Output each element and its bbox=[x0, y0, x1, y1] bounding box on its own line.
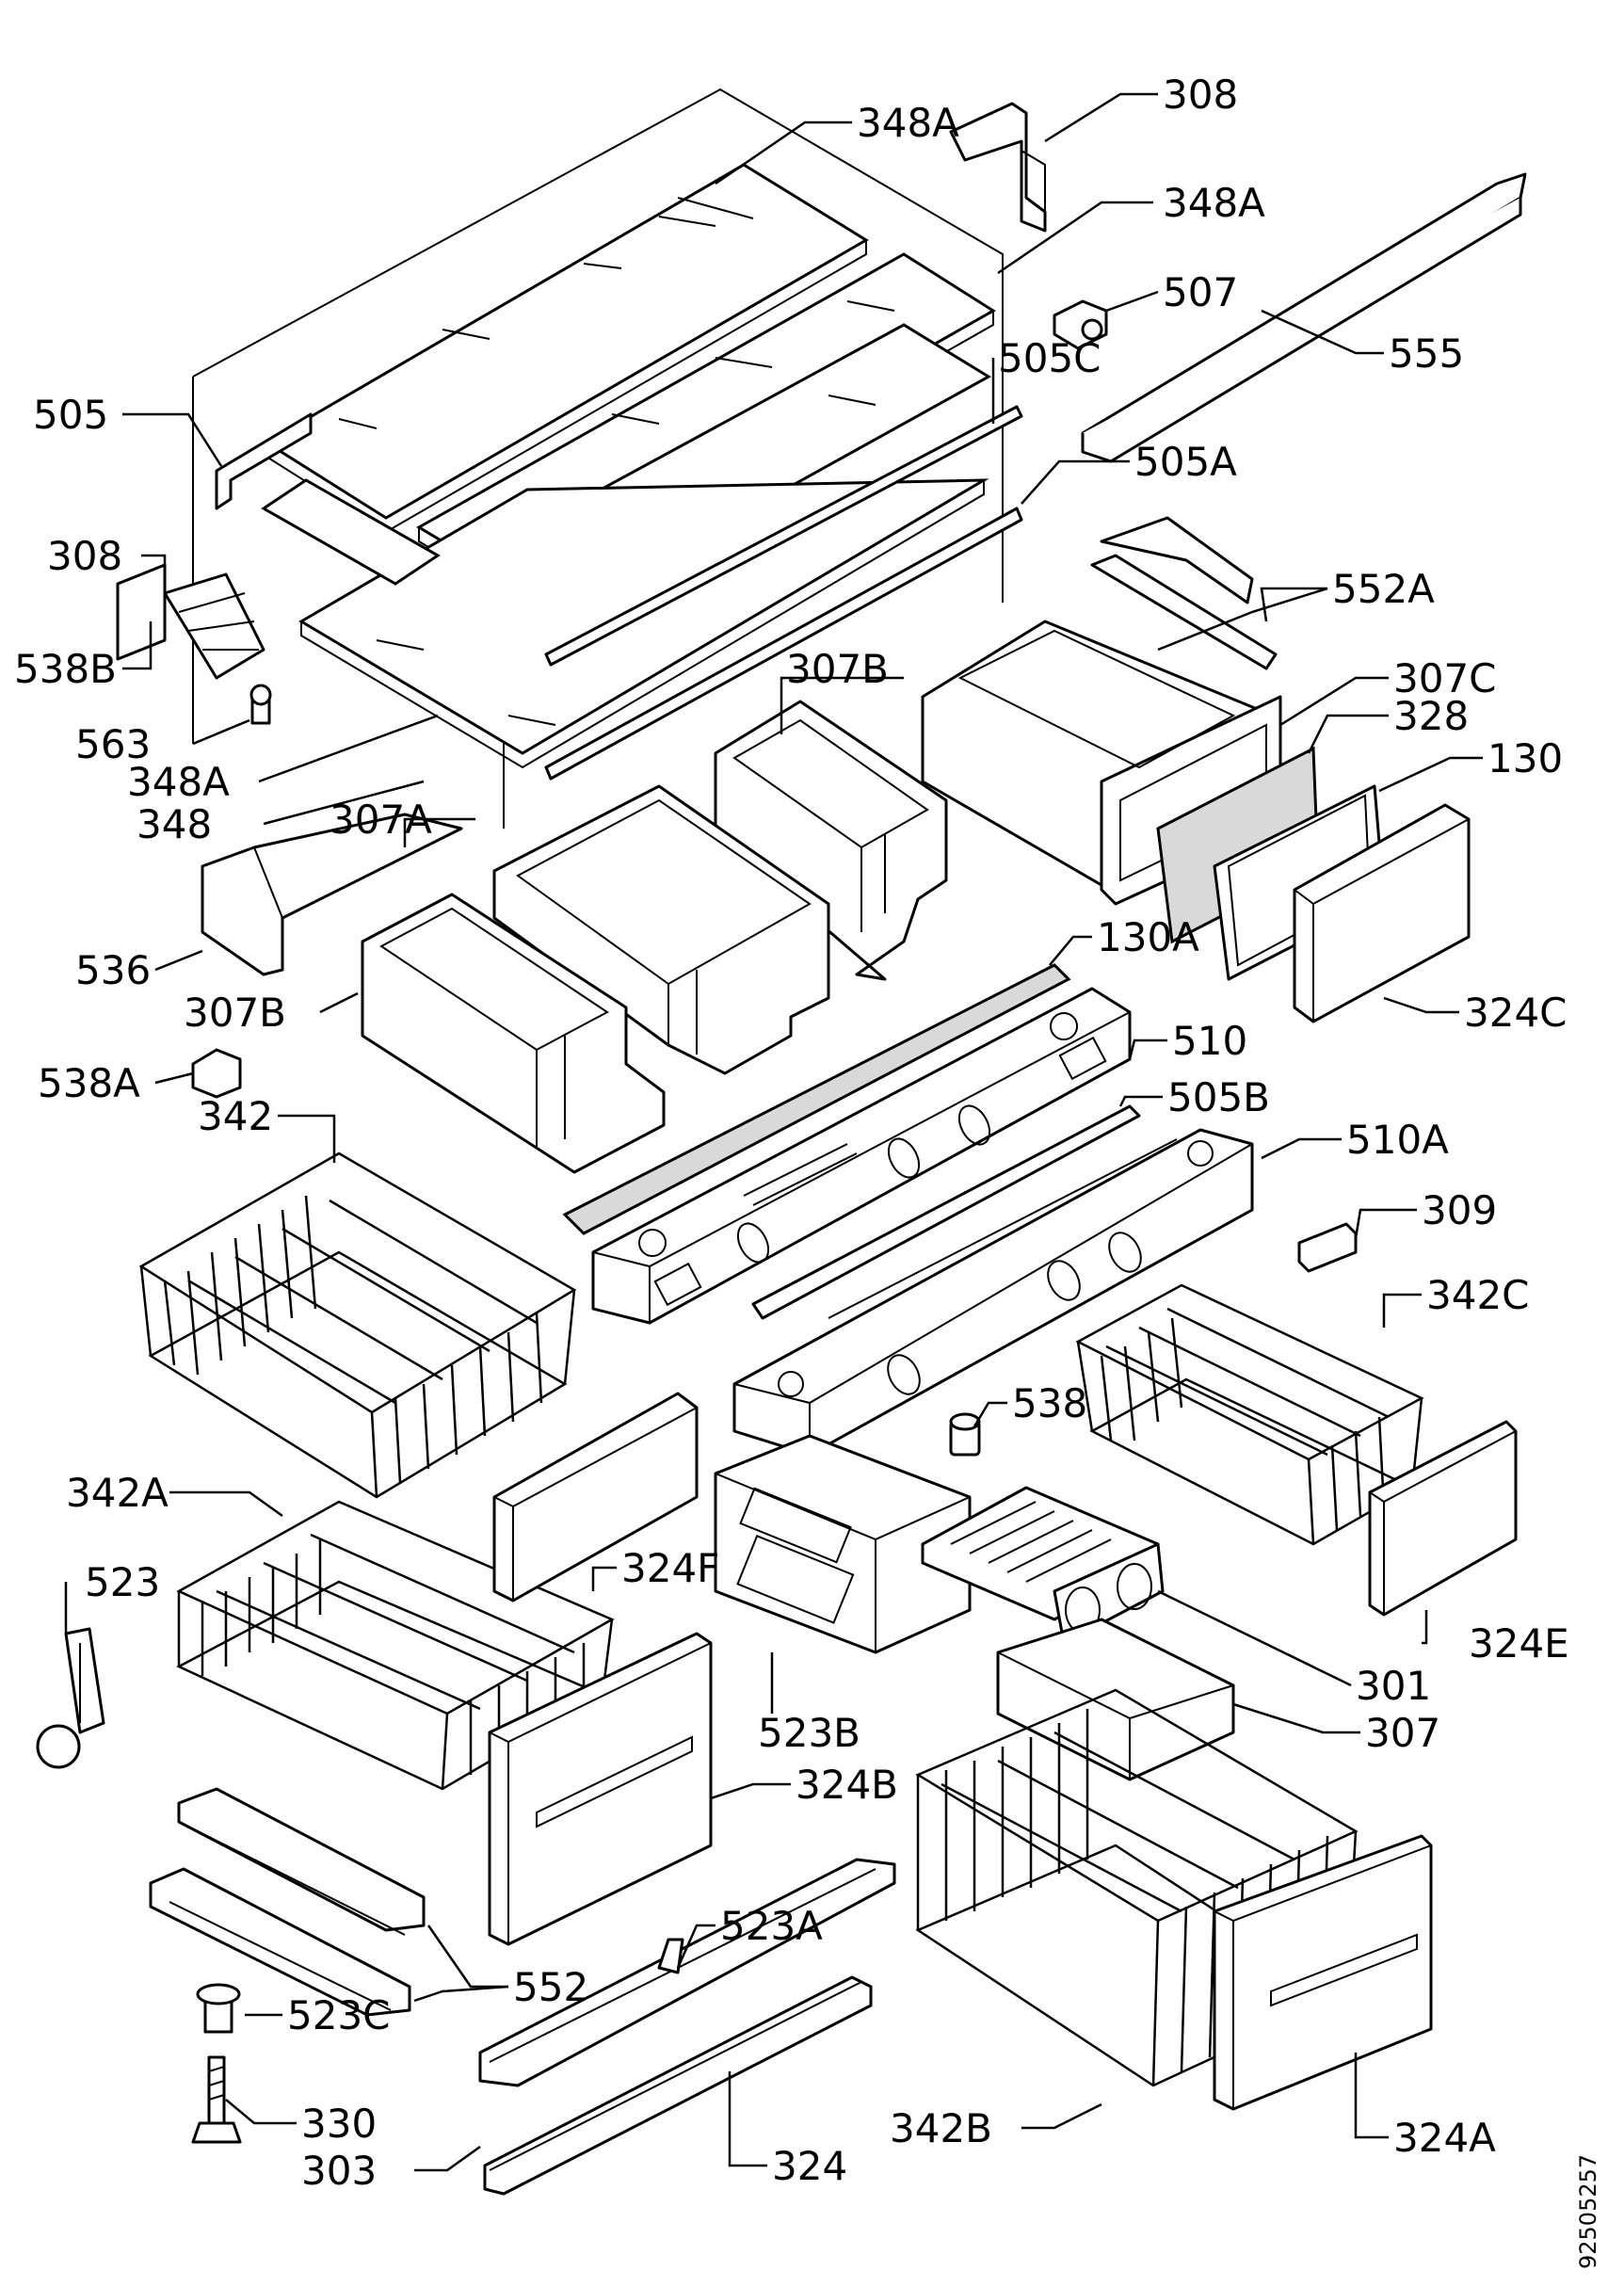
knob-538a bbox=[191, 1048, 242, 1099]
label-324A: 324A bbox=[1393, 2115, 1496, 2161]
small-glass-348 bbox=[261, 478, 441, 586]
control-panel-510 bbox=[591, 987, 1132, 1325]
panel-324a bbox=[1213, 1834, 1433, 2111]
label-324C: 324C bbox=[1464, 990, 1568, 1036]
label-510A: 510A bbox=[1346, 1117, 1449, 1163]
label-507: 507 bbox=[1163, 269, 1238, 315]
label-536: 536 bbox=[75, 947, 151, 993]
label-523B: 523B bbox=[758, 1710, 860, 1756]
label-505C: 505C bbox=[998, 335, 1101, 381]
panel-324e bbox=[1368, 1420, 1518, 1617]
housing-523b bbox=[714, 1434, 972, 1654]
label-538A: 538A bbox=[38, 1060, 140, 1106]
shelf-rail-505a bbox=[544, 507, 1023, 781]
label-324: 324 bbox=[772, 2143, 847, 2189]
label-342A: 342A bbox=[66, 1470, 169, 1516]
label-348A: 348A bbox=[857, 100, 959, 146]
label-552: 552 bbox=[513, 1964, 588, 2010]
knob-538 bbox=[949, 1412, 981, 1457]
callout-labels: 348A 308 348A 507 505C 555 505 505A 308 … bbox=[14, 72, 1569, 2194]
screw-563 bbox=[249, 684, 272, 725]
label-342B: 342B bbox=[890, 2105, 992, 2151]
label-308: 308 bbox=[47, 533, 122, 579]
panel-324c bbox=[1293, 803, 1471, 1023]
shelf-rail-505 bbox=[215, 412, 313, 510]
label-342C: 342C bbox=[1426, 1272, 1530, 1318]
label-309: 309 bbox=[1422, 1187, 1497, 1233]
foam-strip-130a bbox=[562, 963, 1071, 1235]
label-342: 342 bbox=[198, 1093, 273, 1139]
bushing-523c bbox=[196, 1983, 241, 2034]
label-307B: 307B bbox=[184, 990, 286, 1036]
label-555: 555 bbox=[1389, 330, 1464, 377]
label-523: 523 bbox=[85, 1559, 160, 1605]
bracket-523a bbox=[657, 1938, 684, 1974]
label-307A: 307A bbox=[330, 797, 432, 843]
wire-basket-342 bbox=[138, 1152, 577, 1499]
slide-552 bbox=[149, 1787, 426, 2017]
label-130: 130 bbox=[1487, 735, 1563, 781]
label-348A: 348A bbox=[127, 759, 230, 805]
label-330: 330 bbox=[301, 2101, 377, 2147]
document-number: 92505257 bbox=[1575, 2154, 1601, 2269]
label-348: 348 bbox=[137, 801, 212, 847]
label-303: 303 bbox=[301, 2148, 377, 2194]
ice-box-307 bbox=[996, 1618, 1235, 1781]
door-bin-307b-left bbox=[361, 893, 666, 1174]
label-538: 538 bbox=[1012, 1380, 1087, 1426]
panel-324f bbox=[492, 1392, 699, 1603]
bolt-330 bbox=[191, 2055, 242, 2144]
shelf-front-536 bbox=[201, 813, 463, 976]
hinge-523 bbox=[36, 1627, 105, 1769]
shelf-rail-505c bbox=[544, 405, 1023, 667]
rail-324 bbox=[483, 1975, 873, 2196]
label-324F: 324F bbox=[621, 1545, 719, 1591]
label-563: 563 bbox=[75, 721, 151, 767]
label-301: 301 bbox=[1356, 1663, 1431, 1709]
hinge-308-left bbox=[116, 563, 265, 680]
panel-324b bbox=[488, 1632, 713, 1946]
label-324E: 324E bbox=[1469, 1620, 1569, 1667]
door-bin-307c bbox=[921, 620, 1282, 906]
display-strip-505b bbox=[751, 1104, 1141, 1320]
label-348A: 348A bbox=[1163, 180, 1265, 226]
leader-lines bbox=[64, 92, 1483, 2172]
label-328: 328 bbox=[1393, 693, 1469, 739]
label-324B: 324B bbox=[796, 1762, 898, 1808]
label-505B: 505B bbox=[1167, 1074, 1270, 1120]
top-trim-555 bbox=[1081, 172, 1527, 463]
label-308: 308 bbox=[1163, 72, 1238, 118]
label-307: 307 bbox=[1365, 1710, 1440, 1756]
ice-tray-301 bbox=[921, 1486, 1165, 1645]
button-309 bbox=[1297, 1222, 1358, 1273]
label-307B: 307B bbox=[786, 646, 889, 692]
label-307C: 307C bbox=[1393, 655, 1497, 701]
label-538B: 538B bbox=[14, 646, 117, 692]
label-523C: 523C bbox=[287, 1992, 391, 2038]
slide-rail-303 bbox=[478, 1858, 896, 2087]
label-505A: 505A bbox=[1134, 439, 1237, 485]
label-552A: 552A bbox=[1332, 566, 1435, 612]
label-130A: 130A bbox=[1097, 914, 1199, 960]
label-505: 505 bbox=[33, 392, 108, 438]
hinge-308-top bbox=[949, 102, 1047, 233]
label-523A: 523A bbox=[720, 1903, 823, 1949]
slide-552a bbox=[1090, 516, 1278, 670]
label-510: 510 bbox=[1172, 1018, 1247, 1064]
clip-507 bbox=[1053, 299, 1108, 350]
